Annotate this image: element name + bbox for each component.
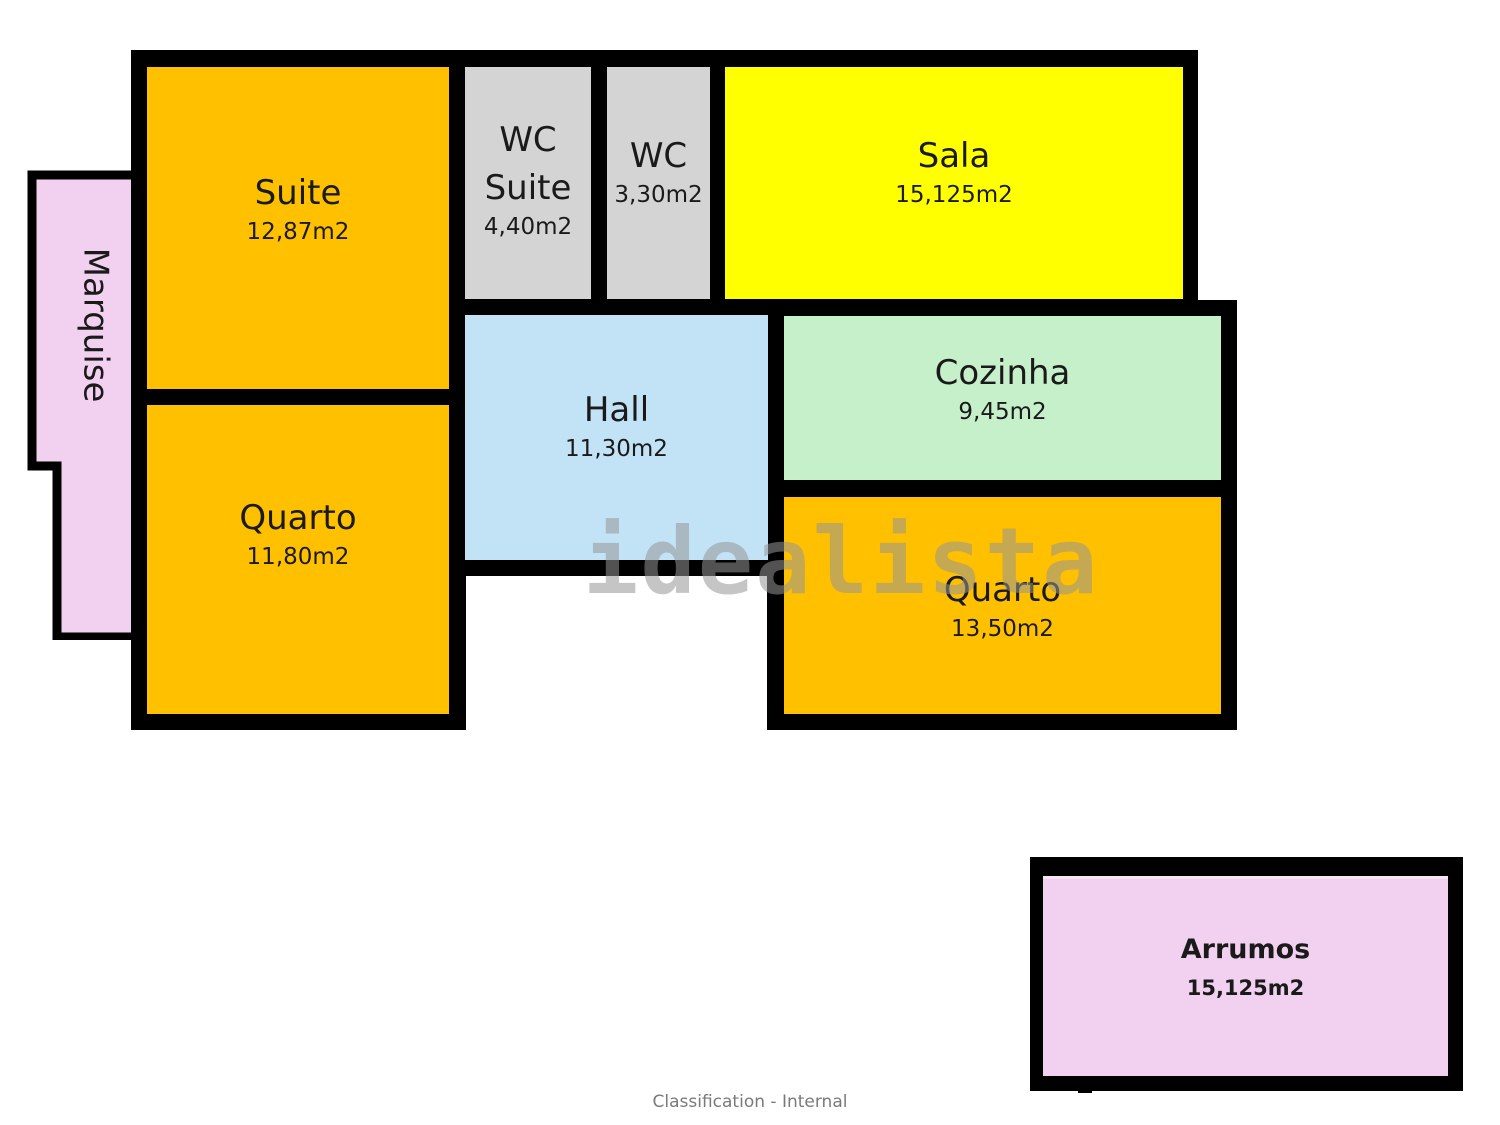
room-wc: WC 3,30m2	[607, 67, 710, 299]
footer-classification: Classification - Internal	[652, 1092, 848, 1112]
room-quarto-right-name: Quarto	[943, 570, 1062, 610]
room-wc-suite-name-line1: WC	[499, 120, 557, 160]
room-quarto-right: Quarto 13,50m2	[784, 497, 1221, 714]
room-quarto-left: Quarto 11,80m2	[147, 405, 449, 714]
room-cozinha-name: Cozinha	[934, 353, 1071, 393]
room-wc-area: 3,30m2	[614, 182, 703, 209]
room-sala-area: 15,125m2	[895, 182, 1013, 209]
room-hall-name: Hall	[583, 390, 650, 430]
room-cozinha-area: 9,45m2	[958, 399, 1047, 426]
room-arrumos: Arrumos 15,125m2	[1043, 876, 1448, 1076]
room-wc-name: WC	[629, 136, 688, 176]
room-quarto-left-area: 11,80m2	[246, 544, 350, 571]
room-arrumos-name: Arrumos	[1180, 934, 1311, 965]
room-hall: Hall 11,30m2	[465, 315, 768, 560]
room-marquise: Marquise	[62, 180, 128, 470]
room-quarto-right-area: 13,50m2	[951, 616, 1054, 643]
room-arrumos-area: 15,125m2	[1186, 976, 1305, 1001]
room-suite-area: 12,87m2	[246, 219, 350, 246]
watermark-logo: idealista	[583, 508, 1100, 615]
room-wc-suite-area: 4,40m2	[483, 214, 573, 241]
wall-arrumos-tab	[1078, 1085, 1092, 1093]
room-wc-suite: WC Suite 4,40m2	[465, 67, 591, 299]
room-sala-name: Sala	[917, 136, 991, 176]
room-suite-name: Suite	[254, 173, 342, 213]
room-marquise-name: Marquise	[75, 247, 116, 403]
room-sala: Sala 15,125m2	[725, 67, 1183, 299]
room-suite: Suite 12,87m2	[147, 67, 449, 389]
room-wc-suite-name-line2: Suite	[484, 168, 572, 209]
room-cozinha: Cozinha 9,45m2	[784, 316, 1221, 480]
room-hall-area: 11,30m2	[565, 436, 668, 463]
room-quarto-left-name: Quarto	[239, 498, 357, 538]
